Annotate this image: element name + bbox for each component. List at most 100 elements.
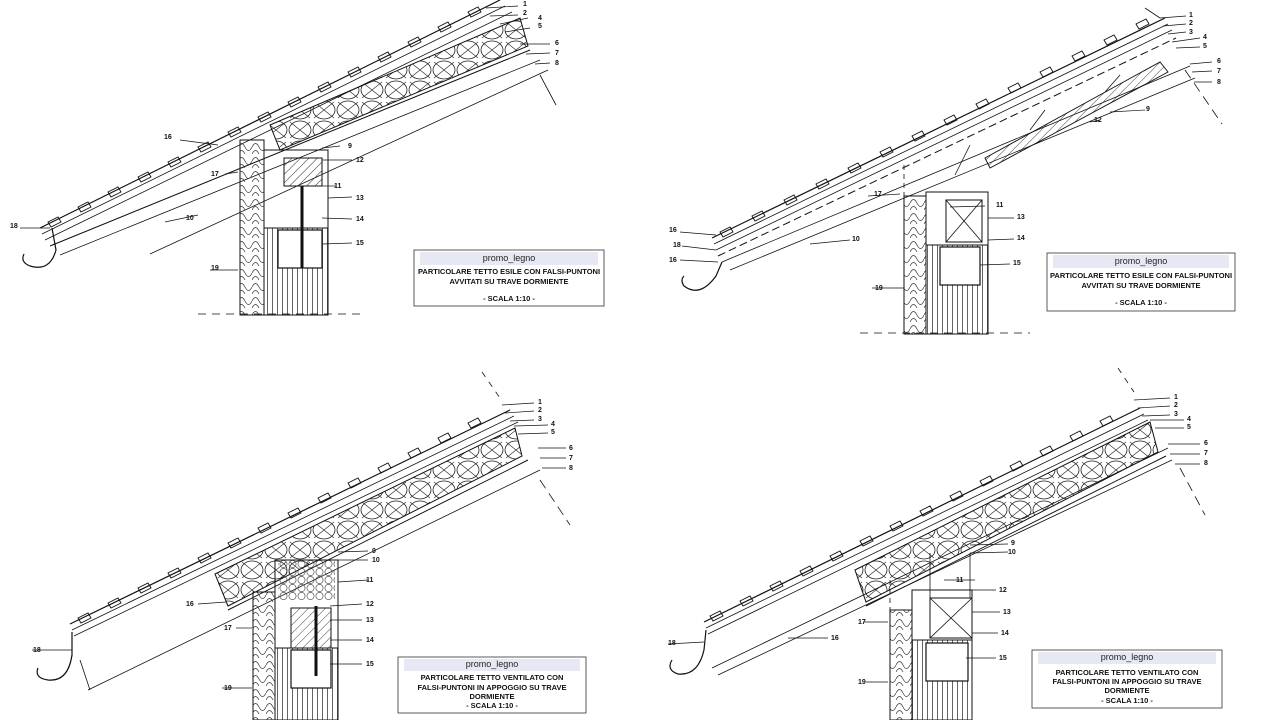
callout-4: 4 <box>1187 416 1191 423</box>
title-line-2: FALSI-PUNTONI IN APPOGGIO SU TRAVE <box>1052 677 1201 686</box>
gutter <box>669 629 707 675</box>
callout-13: 13 <box>356 195 364 202</box>
callout-7: 7 <box>1217 68 1221 75</box>
callout-14: 14 <box>1001 630 1009 637</box>
detail-1: 1 2 4 5 6 7 8 9 10 11 12 13 14 15 16 17 … <box>10 0 605 316</box>
callout-3: 3 <box>538 416 542 423</box>
detail-4: 1 2 3 4 5 6 7 8 9 10 11 12 13 14 15 16 1… <box>667 367 1223 720</box>
title-line-2: AVVITATI SU TRAVE DORMIENTE <box>449 277 568 286</box>
callout-4: 4 <box>551 421 555 428</box>
callout-2: 2 <box>523 10 527 17</box>
detail-2: 1 2 3 4 5 6 7 8 9 10 11 12 13 14 15 16 1… <box>669 7 1236 335</box>
callout-labels: 1 2 3 4 5 6 7 8 9 10 11 12 13 14 15 16 1… <box>669 12 1221 292</box>
gutter <box>22 227 57 268</box>
callout-5: 5 <box>1187 424 1191 431</box>
callout-14: 14 <box>366 637 374 644</box>
wall <box>889 553 973 720</box>
callout-labels: 1 2 4 5 6 7 8 9 10 11 12 13 14 15 16 17 … <box>10 1 559 272</box>
callout-leaders <box>679 15 1213 289</box>
callout-11: 11 <box>366 577 374 584</box>
title-line-2: AVVITATI SU TRAVE DORMIENTE <box>1081 281 1200 290</box>
callout-6: 6 <box>1204 440 1208 447</box>
callout-16: 16 <box>186 601 194 608</box>
callout-9: 9 <box>1011 540 1015 547</box>
callout-leaders <box>32 402 566 689</box>
callout-1: 1 <box>1189 12 1193 19</box>
callout-8: 8 <box>555 60 559 67</box>
callout-14: 14 <box>356 216 364 223</box>
callout-13: 13 <box>366 617 374 624</box>
callout-1: 1 <box>523 1 527 8</box>
callout-6: 6 <box>1217 58 1221 65</box>
callout-10: 10 <box>372 557 380 564</box>
title-line-1: PARTICOLARE TETTO VENTILATO CON <box>421 673 564 682</box>
callout-15: 15 <box>1013 260 1021 267</box>
callout-labels: 1 2 3 4 5 6 7 8 9 10 11 12 13 14 15 16 1… <box>33 399 573 692</box>
callout-19: 19 <box>858 679 866 686</box>
callout-10: 10 <box>186 215 194 222</box>
wall <box>903 165 989 335</box>
callout-12: 12 <box>356 157 364 164</box>
callout-12: 12 <box>366 601 374 608</box>
callout-5: 5 <box>551 429 555 436</box>
callout-6: 6 <box>555 40 559 47</box>
callout-10: 10 <box>852 236 860 243</box>
title-line-1: PARTICOLARE TETTO VENTILATO CON <box>1056 668 1199 677</box>
title-block: promo_legno PARTICOLARE TETTO ESILE CON … <box>1046 252 1236 312</box>
callout-17: 17 <box>874 191 882 198</box>
callout-5: 5 <box>538 23 542 30</box>
callout-7: 7 <box>1204 450 1208 457</box>
callout-19: 19 <box>224 685 232 692</box>
callout-2: 2 <box>1189 20 1193 27</box>
callout-17: 17 <box>858 619 866 626</box>
callout-6: 6 <box>569 445 573 452</box>
callout-13: 13 <box>1017 214 1025 221</box>
wall <box>239 139 329 316</box>
gutter <box>36 632 73 681</box>
detail-3: 1 2 3 4 5 6 7 8 9 10 11 12 13 14 15 16 1… <box>32 371 587 720</box>
roof-assembly <box>711 7 1223 271</box>
title-block: promo_legno PARTICOLARE TETTO ESILE CON … <box>413 249 605 307</box>
callout-10: 10 <box>1008 549 1016 556</box>
callout-3: 3 <box>1174 411 1178 418</box>
callout-7: 7 <box>569 455 573 462</box>
scale-label: - SCALA 1:10 - <box>466 701 518 710</box>
scale-label: - SCALA 1:10 - <box>1101 696 1153 705</box>
callout-19: 19 <box>211 265 219 272</box>
callout-16: 16 <box>164 134 172 141</box>
callout-3: 4 <box>538 15 542 22</box>
gutter <box>681 261 723 291</box>
callout-17: 17 <box>211 171 219 178</box>
callout-16: 16 <box>831 635 839 642</box>
callout-18: 18 <box>673 242 681 249</box>
callout-15: 15 <box>999 655 1007 662</box>
callout-15: 15 <box>356 240 364 247</box>
scale-label: - SCALA 1:10 - <box>483 294 535 303</box>
roof-assembly <box>39 0 557 256</box>
callout-18: 18 <box>10 223 18 230</box>
wall <box>252 559 339 720</box>
callout-2: 2 <box>1174 402 1178 409</box>
callout-1: 1 <box>538 399 542 406</box>
callout-16: 16 <box>669 227 677 234</box>
tile-row <box>709 415 1114 622</box>
callout-leaders <box>667 397 1200 683</box>
callout-7: 7 <box>555 50 559 57</box>
callout-1: 1 <box>1174 394 1178 401</box>
title-line-3: DORMIENTE <box>1105 686 1150 695</box>
callout-9: 9 <box>1146 106 1150 113</box>
title-block: promo_legno PARTICOLARE TETTO VENTILATO … <box>397 656 587 714</box>
title-line-1: PARTICOLARE TETTO ESILE CON FALSI-PUNTON… <box>1050 271 1232 280</box>
callout-8: 8 <box>569 465 573 472</box>
callout-16b: 16 <box>669 257 677 264</box>
callout-15: 15 <box>366 661 374 668</box>
callout-2: 2 <box>538 407 542 414</box>
callout-8: 8 <box>1204 460 1208 467</box>
title-line-3: DORMIENTE <box>470 692 515 701</box>
tile-row <box>77 417 482 624</box>
brand-label: promo_legno <box>466 659 519 669</box>
callout-11: 11 <box>956 577 964 584</box>
scale-label: - SCALA 1:10 - <box>1115 298 1167 307</box>
callout-leaders <box>20 5 551 271</box>
